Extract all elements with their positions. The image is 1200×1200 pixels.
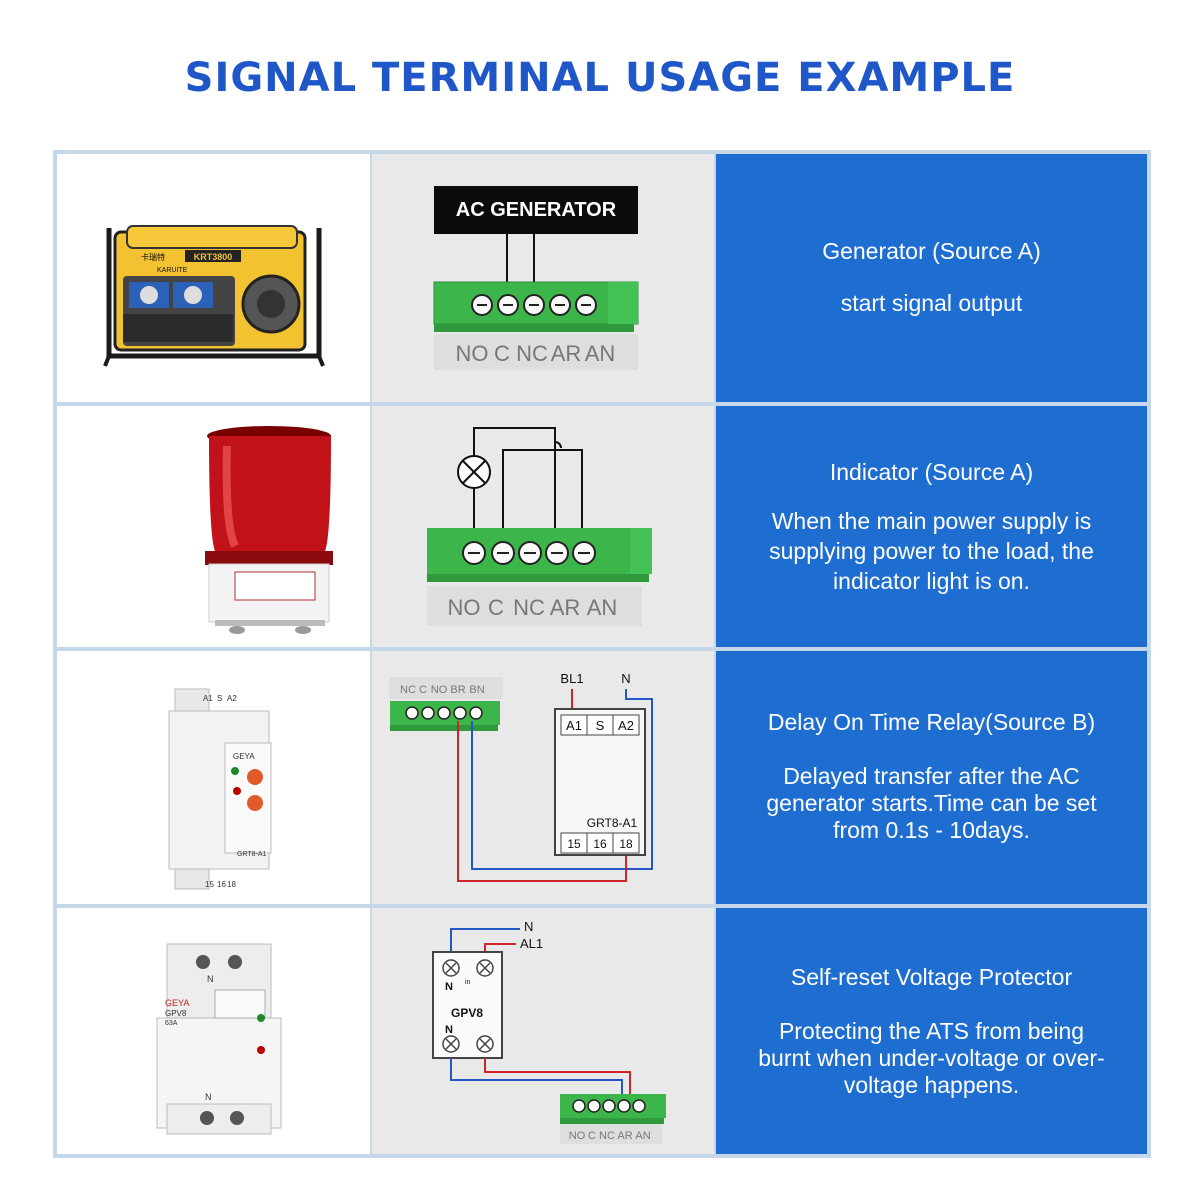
small-terminal-label-nc: NC (599, 1130, 615, 1142)
relay-photo-pin-16: 16 (217, 880, 226, 889)
row-delay-relay: A1 S A2 GEYA GRT8-A1 15 16 18 NC C NO BR… (57, 651, 1147, 904)
protector-photo-n-top: N (207, 974, 214, 984)
relay-pin-15: 15 (567, 837, 581, 851)
small-terminal-label-c: C (588, 1130, 596, 1142)
generator-heading: Generator (Source A) (822, 238, 1041, 264)
generator-brand-latin: KARUITE (157, 267, 188, 274)
wire-n (471, 689, 653, 870)
terminal-label-strip (427, 586, 642, 626)
generator-photo: KRT3800 卡瑞特 KARUITE (57, 154, 370, 402)
relay-photo-pin-a2: A2 (227, 694, 237, 703)
delay-relay-heading: Delay On Time Relay(Source B) (767, 709, 1096, 735)
relay-pin-a2: A2 (618, 718, 634, 733)
relay-pin-a1: A1 (566, 718, 582, 733)
protector-n-top: N (445, 981, 453, 993)
row-voltage-protector: GEYA GPV8 63A N N N AL1 N in GPV8 N (57, 908, 1147, 1154)
relay-pin-s: S (596, 718, 605, 733)
terminal-label-an: AN (585, 341, 616, 366)
protector-wire-n (450, 928, 520, 954)
small-terminal-label-no: NO (569, 1130, 586, 1142)
row-indicator: NO C NC AR AN Indicator (Source A) When … (57, 406, 1147, 647)
indicator-body: When the main power supply is supplying … (769, 508, 1094, 594)
indicator-photo (57, 406, 370, 647)
small-terminal-label-ar: AR (617, 1130, 632, 1142)
generator-brand-text: 卡瑞特 (141, 252, 165, 262)
generator-tag-label: AC GENERATOR (456, 199, 617, 221)
protector-model-label: GPV8 (451, 1006, 483, 1020)
generator-description: Generator (Source A) start signal output (716, 154, 1147, 402)
terminal-block (433, 281, 639, 332)
relay-photo-pin-15: 15 (205, 880, 214, 889)
protector-wire-n-label: N (524, 919, 533, 934)
voltage-protector-description: Self-reset Voltage Protector Protecting … (716, 908, 1147, 1154)
terminal-label-no: NO (448, 595, 481, 620)
indicator-description: Indicator (Source A) When the main power… (716, 406, 1147, 647)
protector-wire-al-label: AL1 (520, 936, 543, 951)
small-terminal-label-no: NO (431, 684, 448, 696)
protector-in-label: in (465, 979, 471, 986)
page-title: SIGNAL TERMINAL USAGE EXAMPLE (184, 55, 1016, 101)
relay-bl1-label: BL1 (560, 671, 583, 686)
row-generator: KRT3800 卡瑞特 KARUITE AC GENERATOR (57, 154, 1147, 402)
relay-photo-pin-a1: A1 (203, 694, 213, 703)
voltage-protector-wiring-diagram: N AL1 N in GPV8 N (372, 908, 714, 1154)
relay-pin-16: 16 (593, 837, 607, 851)
terminal-label-ar: AR (551, 341, 582, 366)
generator-model-text: KRT3800 (194, 252, 233, 262)
relay-pin-18: 18 (619, 837, 633, 851)
relay-photo-brand: GEYA (233, 752, 255, 761)
delay-relay-description: Delay On Time Relay(Source B) Delayed tr… (716, 651, 1147, 904)
terminal-label-c: C (488, 595, 504, 620)
voltage-protector-heading: Self-reset Voltage Protector (790, 964, 1073, 990)
terminal-label-an: AN (587, 595, 618, 620)
terminal-label-strip (434, 334, 638, 370)
terminal-label-ar: AR (550, 595, 581, 620)
generator-tag-box (434, 186, 638, 234)
indicator-heading: Indicator (Source A) (829, 459, 1034, 485)
protector-photo-rating: 63A (165, 1020, 178, 1027)
protector-photo-model: GPV8 (165, 1009, 187, 1018)
generator-wiring-diagram: AC GENERATOR NO C NC (372, 154, 714, 402)
terminal-label-no: NO (456, 341, 489, 366)
delay-relay-photo: A1 S A2 GEYA GRT8-A1 15 16 18 (57, 651, 370, 904)
small-terminal-label-an: AN (635, 1130, 650, 1142)
protector-wire-al1 (484, 943, 516, 954)
voltage-protector-photo: GEYA GPV8 63A N N (57, 908, 370, 1154)
voltage-protector-body: Protecting the ATS from being burnt when… (758, 1018, 1105, 1098)
small-terminal-label-strip (560, 1124, 662, 1144)
relay-model-label: GRT8-A1 (587, 816, 638, 830)
delay-relay-wiring-diagram: NC C NO BR BN BL1 N (372, 651, 714, 904)
protector-photo-brand: GEYA (165, 998, 189, 1008)
small-terminal-label-br: BR (450, 684, 465, 696)
relay-photo-model: GRT8-A1 (237, 851, 267, 858)
relay-photo-pin-18: 18 (227, 880, 236, 889)
terminal-label-c: C (494, 341, 510, 366)
terminal-label-nc: NC (516, 341, 548, 366)
small-terminal-label-strip (389, 677, 503, 699)
indicator-wiring-diagram: NO C NC AR AN (372, 406, 714, 647)
relay-n-label: N (621, 671, 630, 686)
small-terminal-label-nc: NC (400, 684, 416, 696)
small-terminal-label-c: C (419, 684, 427, 696)
small-terminal-block (560, 1094, 666, 1124)
generator-body: start signal output (840, 290, 1023, 316)
small-terminal-block (390, 701, 500, 731)
wire-red-return (457, 721, 627, 882)
relay-photo-pin-s: S (217, 694, 222, 703)
delay-relay-body: Delayed transfer after the AC generator … (766, 763, 1097, 843)
protector-photo-n-bottom: N (205, 1092, 212, 1102)
small-terminal-label-bn: BN (469, 684, 484, 696)
protector-n-bottom: N (445, 1024, 453, 1036)
terminal-block (427, 528, 652, 582)
terminal-label-nc: NC (513, 595, 545, 620)
